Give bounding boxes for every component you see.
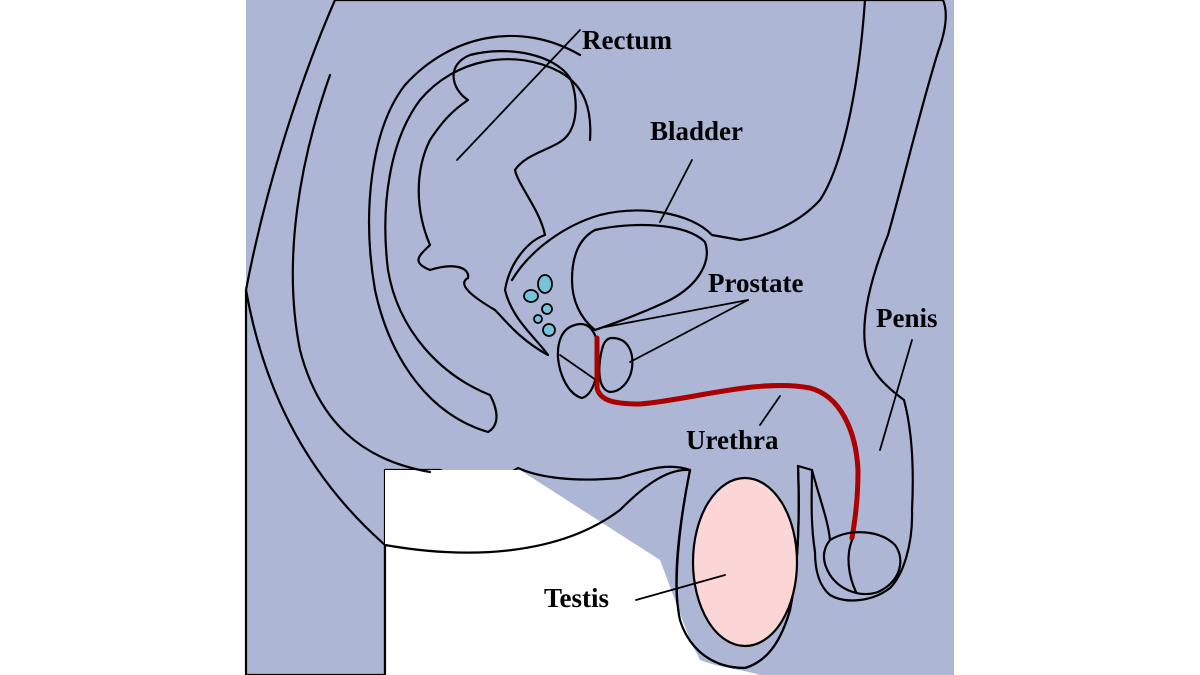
bladder-label: Bladder (650, 116, 743, 146)
testis-leader (635, 574, 726, 601)
body-lower-edge-right (383, 468, 692, 554)
penis-label: Penis (876, 303, 938, 333)
prostate-label: Prostate (708, 268, 803, 298)
foreskin-line (810, 468, 832, 542)
body-lower-edge (244, 288, 387, 675)
prostate-right-lobe (598, 336, 634, 394)
penis-leader (879, 339, 913, 451)
glans (822, 531, 902, 596)
vesicle-2 (523, 289, 539, 303)
urethra-leader (759, 395, 781, 426)
prostate-leader-2 (629, 299, 749, 363)
sacrum-outline (291, 73, 432, 474)
rectum-leader (456, 29, 581, 161)
glans-meatus (847, 538, 858, 594)
urethra-label: Urethra (686, 425, 779, 455)
bladder (570, 223, 708, 332)
body-lower-fill (385, 470, 760, 675)
vesicle-5 (542, 323, 556, 337)
pelvic-floor (510, 0, 867, 282)
vesicle-4 (533, 314, 543, 324)
bladder-leader (659, 159, 693, 223)
rectum (417, 50, 577, 357)
vesicle-3 (541, 303, 553, 315)
prostate-leader-1 (599, 299, 749, 329)
testis-label: Testis (544, 583, 609, 613)
vesicle-1 (537, 274, 553, 294)
seminal-vesicles (523, 274, 556, 337)
urethra (594, 335, 861, 541)
coccyx-curve (368, 34, 592, 434)
prostate-inner-line (559, 354, 597, 381)
rectum-label: Rectum (582, 25, 672, 55)
testis (691, 476, 799, 648)
